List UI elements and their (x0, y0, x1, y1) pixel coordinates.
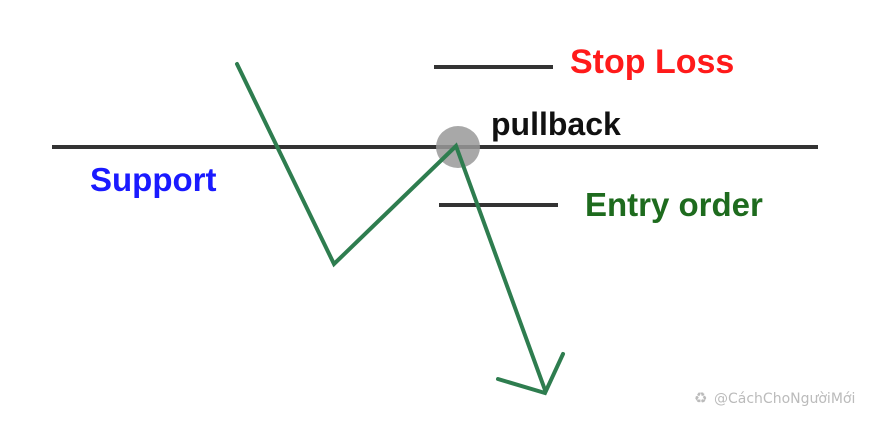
watermark-icon: ♻ (694, 389, 707, 407)
watermark-text: @CáchChoNgườiMới (714, 391, 855, 407)
price-arrow-head (496, 352, 565, 396)
stop-loss-label: Stop Loss (570, 43, 734, 81)
price-path (235, 62, 547, 392)
entry-order-label: Entry order (585, 186, 763, 223)
watermark: ♻ @CáchChoNgườiMới (694, 389, 855, 407)
pullback-label: pullback (491, 106, 621, 142)
support-label: Support (90, 161, 216, 198)
